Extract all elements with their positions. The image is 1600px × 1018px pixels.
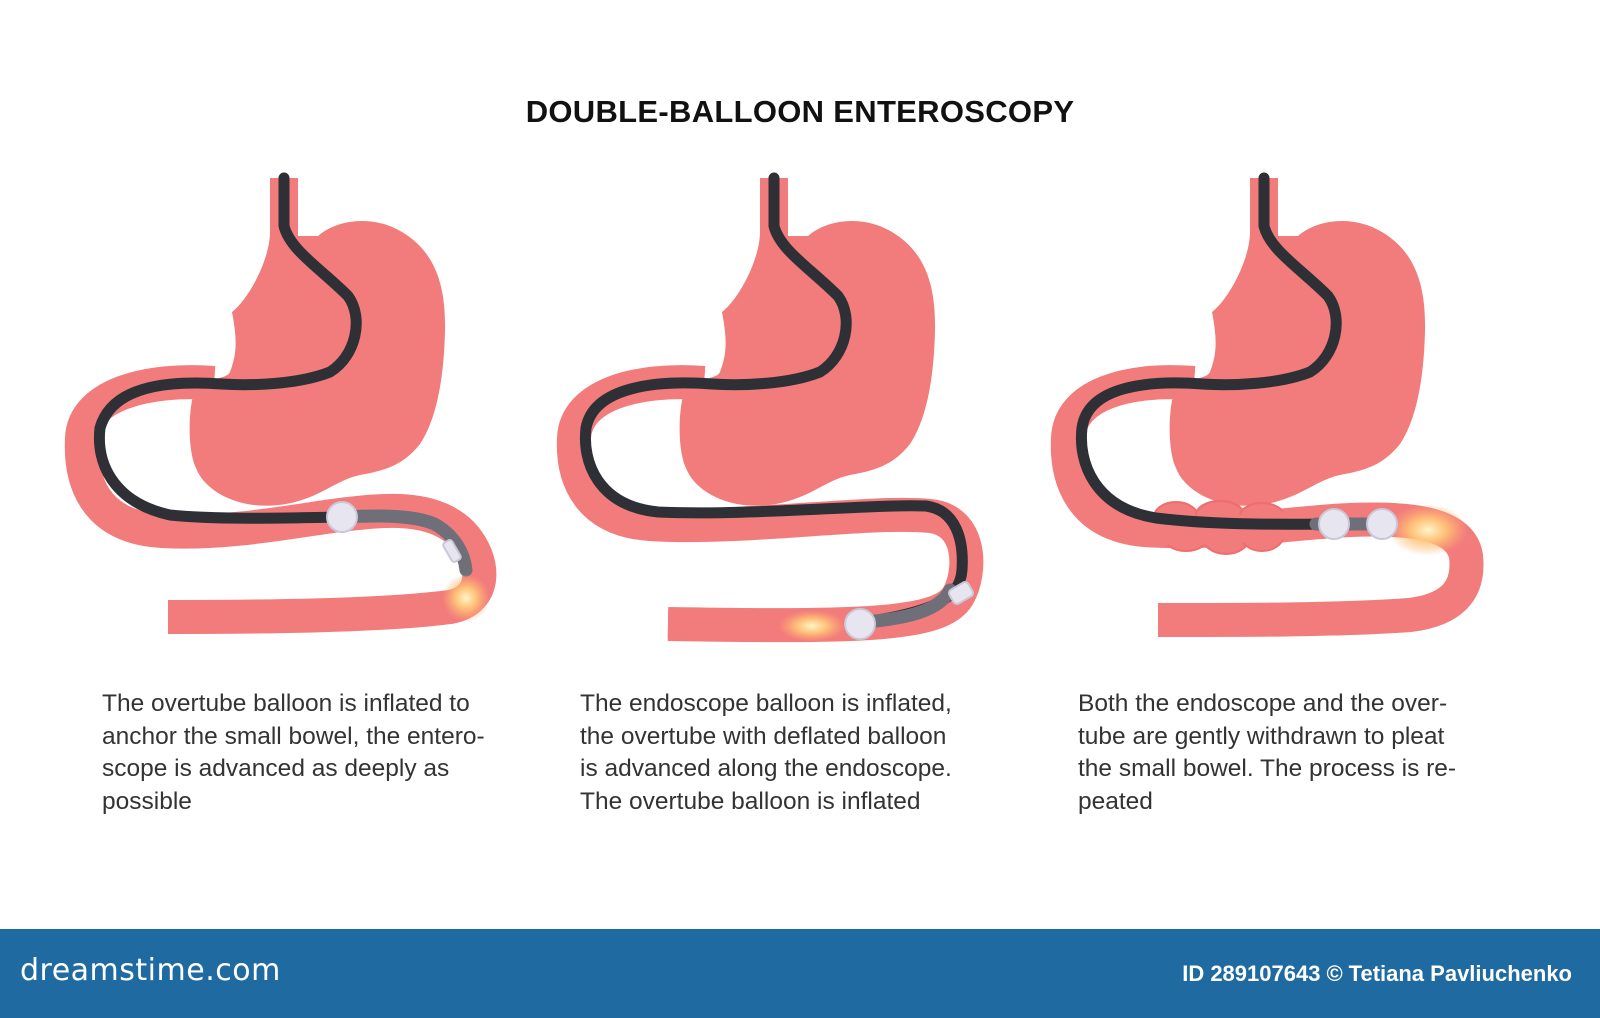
overtube-balloon-3 [1318,508,1350,540]
light-glow-2 [778,610,846,642]
caption-line: possible [102,787,192,815]
overtube-balloon-2 [947,581,975,605]
panel-2-illustration [556,172,984,643]
caption-line: anchor the small bowel, the entero- [102,722,485,750]
stomach-3 [1169,178,1426,506]
caption-line: tube are gently withdrawn to pleat [1078,722,1445,750]
image-credit: ID 289107643©Tetiana Pavliuchenko [1176,961,1572,987]
caption-line: peated [1078,787,1153,815]
endoscope-balloon-1 [442,539,462,563]
endoscope-balloon-3 [1366,508,1398,540]
caption-line: the small bowel. The process is re- [1078,755,1457,782]
caption-panel-2: The endoscope balloon is inflated, the o… [580,688,990,818]
author-name[interactable]: Tetiana Pavliuchenko [1348,961,1572,986]
caption-line: The overtube balloon is inflated to [102,690,470,717]
panel-1-illustration [64,172,497,634]
caption-line: Both the endoscope and the over- [1078,690,1448,717]
endoscope-1 [93,172,362,524]
caption-line: the overtube with deflated balloon [580,722,947,750]
overtube-2 [859,583,957,629]
footer-bar: dreamstime.com ID 289107643©Tetiana Pavl… [0,929,1600,1018]
stomach-2 [679,178,936,506]
page-title: DOUBLE-BALLOON ENTEROSCOPY [525,94,1075,129]
endoscope-2 [579,172,968,628]
caption-line: scope is advanced as deeply as [102,755,450,782]
caption-panel-3: Both the endoscope and the over- tube ar… [1078,688,1488,818]
overtube-1 [335,509,473,577]
stomach-1 [189,178,446,506]
endoscope-3 [1075,172,1342,530]
caption-panel-1: The overtube balloon is inflated to anch… [102,688,512,818]
brand-logo[interactable]: dreamstime.com [20,953,281,988]
caption-line: The overtube balloon is inflated [580,787,921,815]
endoscope-balloon-2 [844,608,876,640]
caption-line: is advanced along the endoscope. [580,755,952,782]
light-glow-3 [1388,504,1468,556]
overtube-balloon-1 [326,501,358,533]
panel-3-illustration [1050,172,1484,637]
light-glow-1 [442,574,490,622]
copyright-icon: © [1326,961,1343,986]
image-id: ID 289107643 [1182,961,1321,986]
caption-line: The endoscope balloon is inflated, [580,690,952,717]
